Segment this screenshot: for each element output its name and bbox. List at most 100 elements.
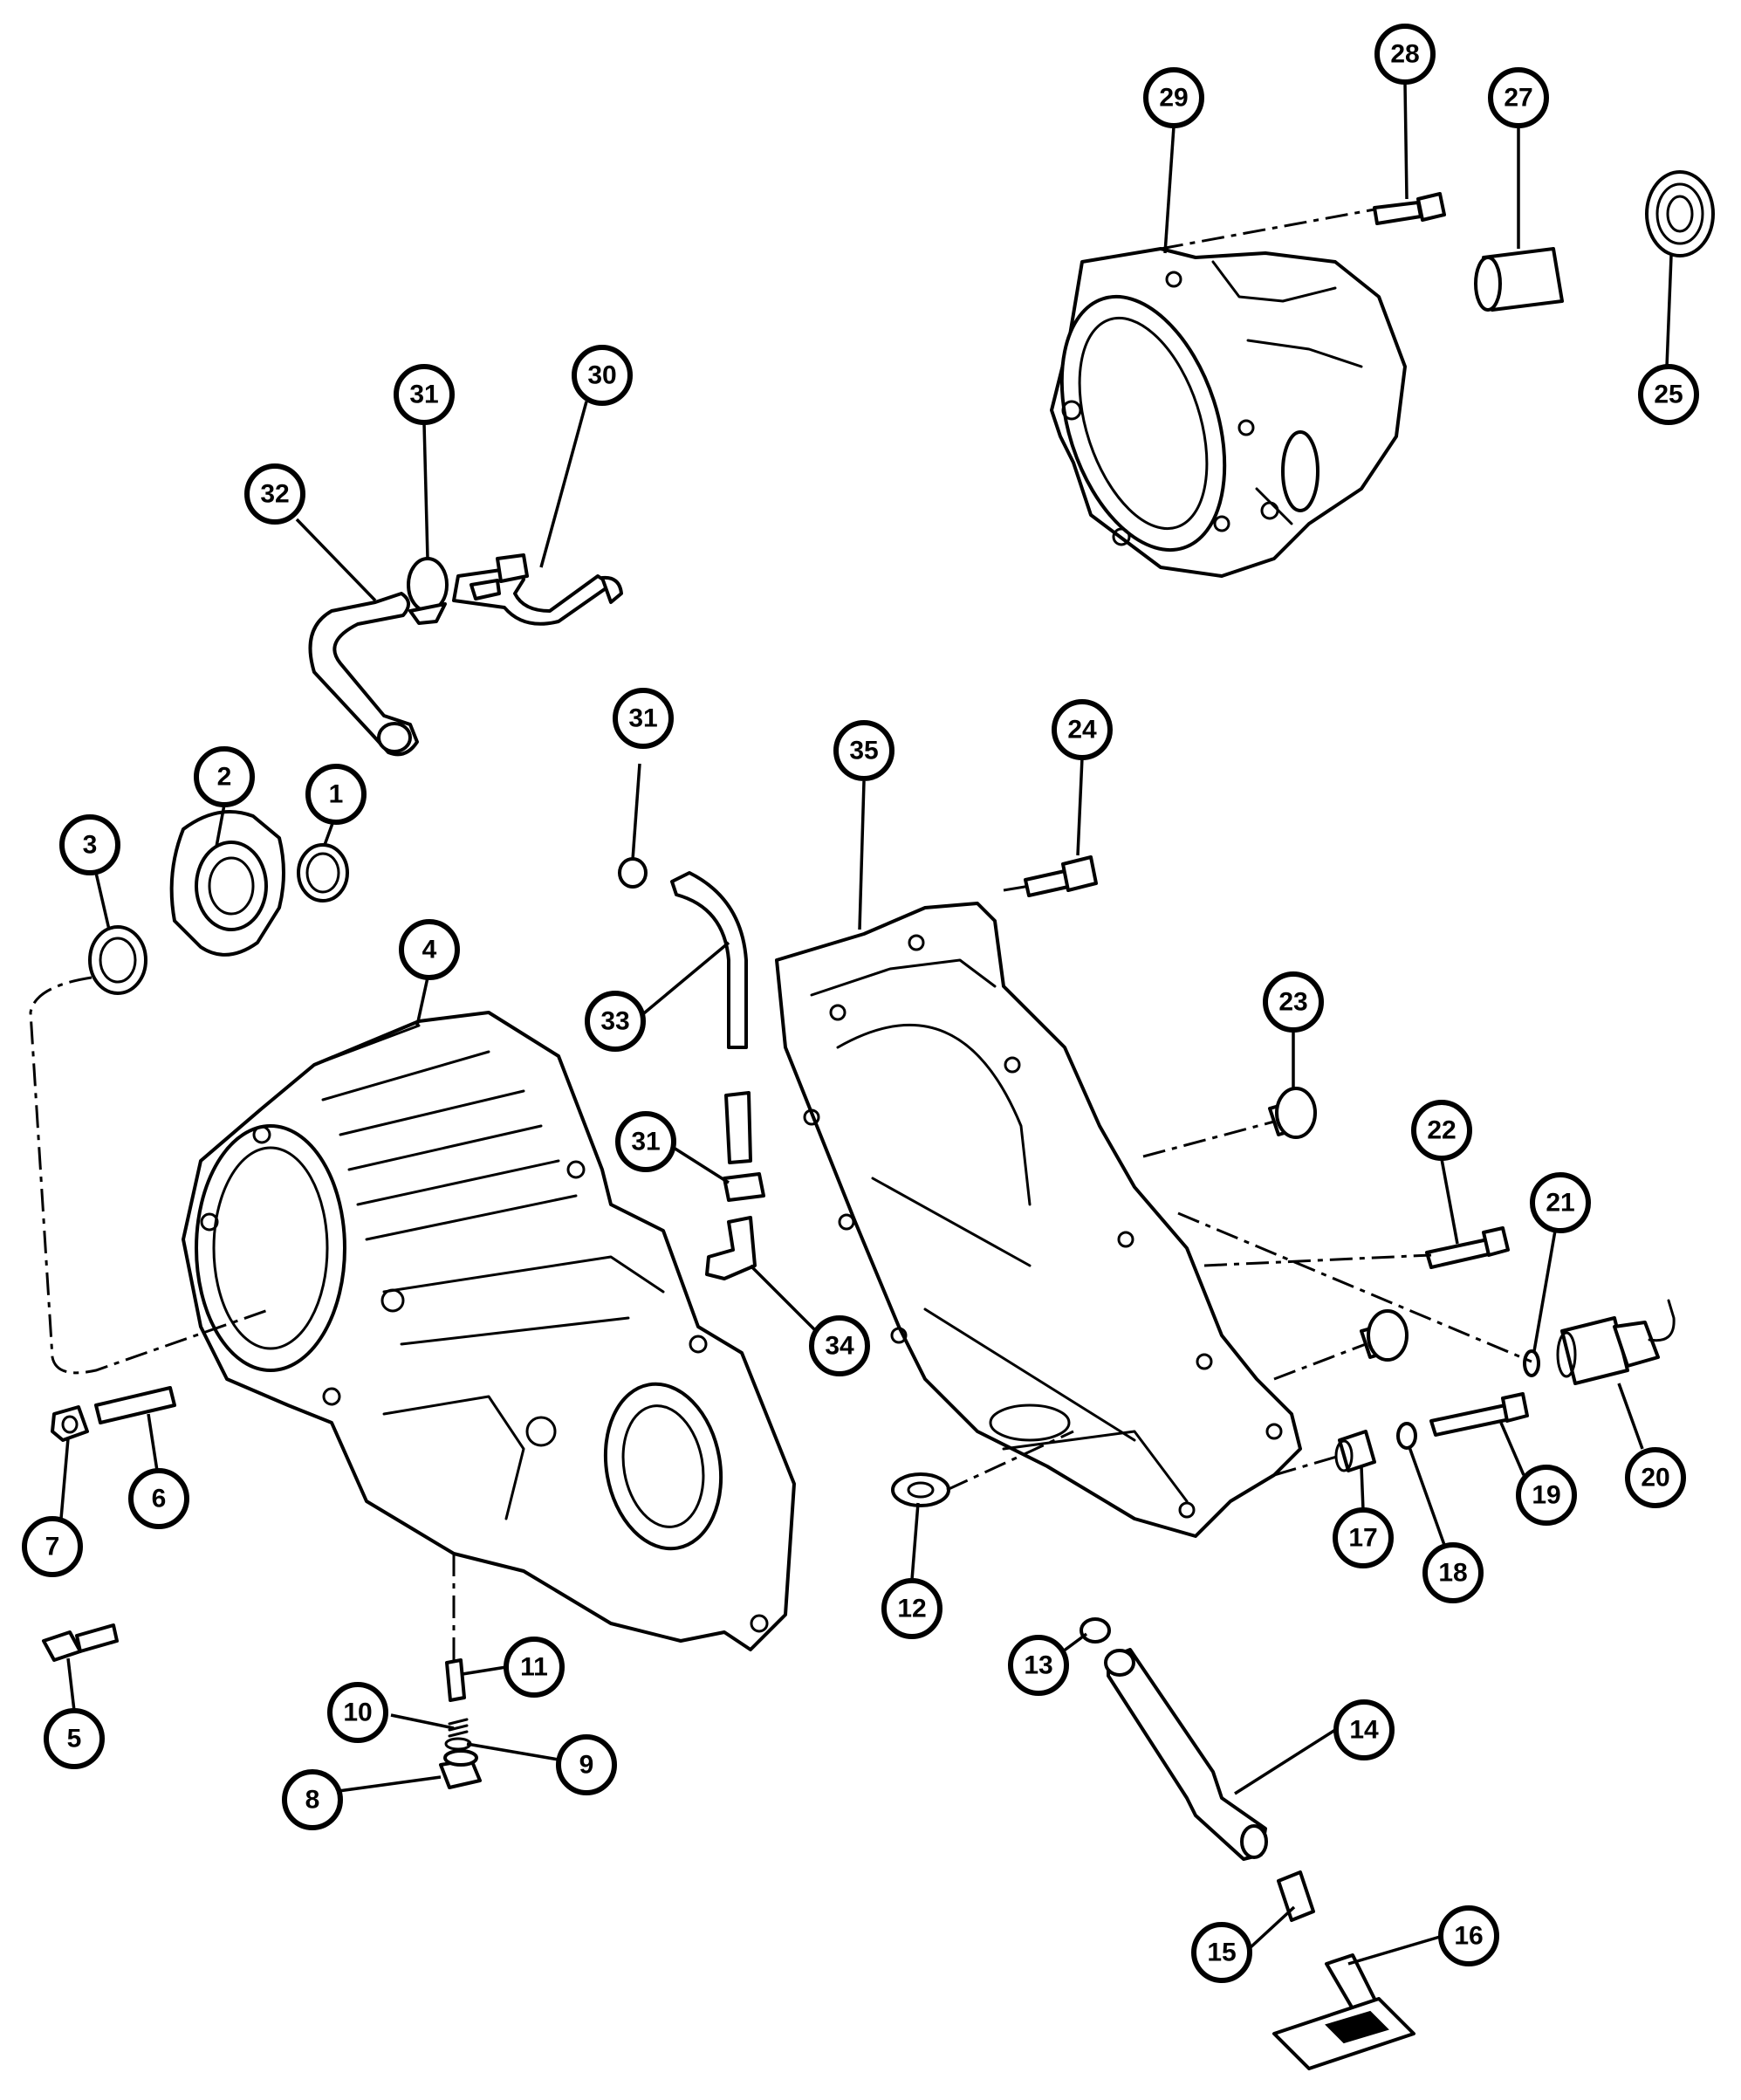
callout-15: 15 [1191,1922,1252,1983]
callout-7: 7 [22,1516,83,1577]
callout-29: 29 [1143,67,1204,128]
alignment-lines [29,208,1532,1663]
callout-23-label: 23 [1278,988,1307,1017]
callout-34: 34 [809,1315,870,1376]
callout-10: 10 [327,1682,388,1743]
callout-16: 16 [1438,1905,1499,1966]
part-plug-8 [439,1749,482,1789]
callout-17-label: 17 [1348,1524,1377,1553]
callout-15-label: 15 [1207,1939,1236,1967]
callout-31-mid: 31 [613,688,674,749]
part-retainer-plate-2 [169,810,285,957]
callout-23: 23 [1263,971,1324,1033]
callout-24: 24 [1052,699,1113,760]
callout-1: 1 [305,764,367,825]
callout-25: 25 [1638,364,1699,425]
part-bolt-19 [1429,1392,1529,1437]
part-bolt-28 [1373,192,1446,225]
part-spacer-17 [1334,1430,1376,1472]
part-bolt-24 [1024,855,1098,897]
part-hose-32 [308,592,419,757]
callout-29-label: 29 [1159,84,1188,113]
callouts: 1 2 3 4 5 6 7 8 [22,24,1699,1983]
callout-25-label: 25 [1654,381,1683,409]
callout-30: 30 [572,345,633,406]
callout-12: 12 [881,1578,942,1639]
callout-27-label: 27 [1504,84,1532,113]
callout-33: 33 [585,991,646,1052]
callout-32-label: 32 [260,480,289,509]
part-front-seal-3 [88,925,147,995]
callout-27: 27 [1488,67,1549,128]
part-stud-6 [94,1386,176,1424]
callout-19: 19 [1516,1465,1577,1526]
part-washer-9 [444,1737,472,1751]
callout-2: 2 [194,746,255,807]
callout-3: 3 [59,814,120,875]
part-clip-31-top [407,557,449,625]
part-clip-31-mid [618,857,648,889]
callout-8-label: 8 [305,1786,320,1815]
part-bushing-27 [1474,247,1564,312]
part-front-case-4 [182,1011,796,1651]
callout-33-label: 33 [600,1007,629,1036]
callout-10-label: 10 [343,1699,372,1727]
part-bolt-5 [42,1623,119,1662]
part-vent-hose-33 [670,871,752,1164]
callout-11: 11 [504,1637,565,1698]
callout-34-label: 34 [825,1332,854,1361]
callout-35-label: 35 [849,737,878,765]
callout-14: 14 [1333,1699,1395,1760]
callout-12-label: 12 [897,1595,926,1623]
part-vent-tube-30 [452,553,623,626]
part-washer-12 [891,1472,950,1507]
part-nut-7 [51,1405,89,1442]
callout-9: 9 [556,1734,617,1795]
callout-8: 8 [282,1769,343,1830]
callout-28: 28 [1374,24,1436,85]
callout-30-label: 30 [587,361,616,390]
part-seal-1 [297,843,349,902]
callout-31-mid-label: 31 [628,704,657,733]
callout-9-label: 9 [579,1751,594,1780]
callout-6-label: 6 [152,1485,167,1513]
callout-31-top: 31 [394,364,455,425]
callout-14-label: 14 [1349,1716,1379,1745]
callout-28-label: 28 [1390,40,1419,69]
callout-5-label: 5 [67,1725,82,1753]
callout-22-label: 22 [1427,1116,1456,1145]
callout-22: 22 [1411,1100,1472,1161]
callout-18: 18 [1422,1542,1484,1603]
callout-31-low: 31 [615,1111,676,1172]
part-plunger-11 [445,1658,466,1702]
callout-13: 13 [1008,1635,1069,1696]
callout-1-label: 1 [329,780,344,809]
part-connector-15 [1277,1870,1315,1922]
callout-20: 20 [1625,1447,1686,1508]
part-oring-13 [1080,1617,1111,1644]
part-rear-extension-housing [1050,247,1407,578]
callout-32: 32 [244,463,305,525]
part-strainer-16 [1272,1953,1415,2070]
part-seal-25 [1645,170,1715,257]
part-rear-case-35 [775,902,1302,1538]
callout-31-top-label: 31 [409,381,438,409]
callout-4: 4 [399,919,460,980]
callout-4-label: 4 [422,936,437,964]
callout-19-label: 19 [1532,1481,1560,1510]
callout-16-label: 16 [1454,1922,1483,1951]
part-washer-18 [1396,1422,1417,1450]
part-elbow-fitting-34 [705,1216,757,1280]
callout-17: 17 [1333,1507,1394,1568]
callout-21-label: 21 [1546,1189,1574,1218]
callout-31-low-label: 31 [631,1128,660,1156]
callout-7-label: 7 [45,1533,60,1561]
part-oil-tube-14 [1104,1648,1268,1861]
callout-2-label: 2 [217,763,232,792]
callout-24-label: 24 [1067,716,1097,745]
callout-5: 5 [44,1708,105,1769]
part-oring-21 [1523,1349,1540,1377]
callout-35: 35 [833,720,894,781]
part-plug-unlabeled [1360,1309,1409,1362]
callout-11-label: 11 [520,1653,548,1682]
